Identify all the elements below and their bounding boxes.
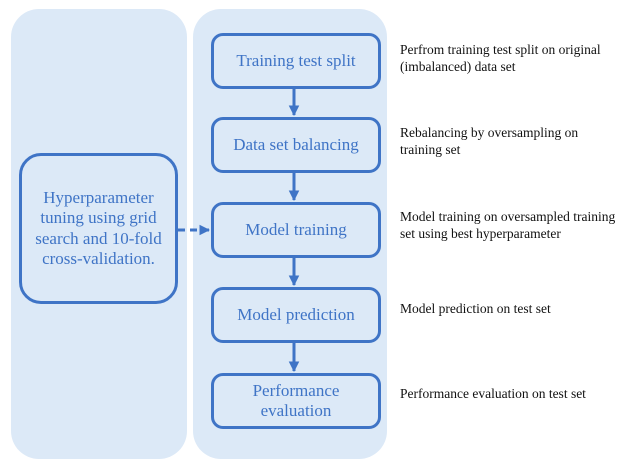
note-data-set-balancing: Rebalancing by oversampling on training … <box>400 125 579 158</box>
step-data-set-balancing: Data set balancing <box>211 117 381 173</box>
step-label: Data set balancing <box>233 134 359 154</box>
step-model-prediction: Model prediction <box>211 287 381 343</box>
step-model-training: Model training <box>211 202 381 258</box>
step-performance-evaluation: Performance evaluation <box>211 373 381 429</box>
step-label: Performance evaluation <box>252 380 340 420</box>
tuning-box-label: Hyperparameter tuning using grid search … <box>35 188 162 268</box>
note-training-test-split: Perfrom training test split on original … <box>400 42 601 75</box>
note-model-prediction: Model prediction on test set <box>400 301 551 316</box>
note-performance-evaluation: Performance evaluation on test set <box>400 386 586 401</box>
step-label: Model prediction <box>237 304 355 324</box>
step-label: Training test split <box>236 50 356 70</box>
step-training-test-split: Training test split <box>211 33 381 89</box>
tuning-box: Hyperparameter tuning using grid search … <box>19 153 178 304</box>
note-model-training: Model training on oversampled training s… <box>400 209 616 242</box>
step-label: Model training <box>245 219 347 239</box>
